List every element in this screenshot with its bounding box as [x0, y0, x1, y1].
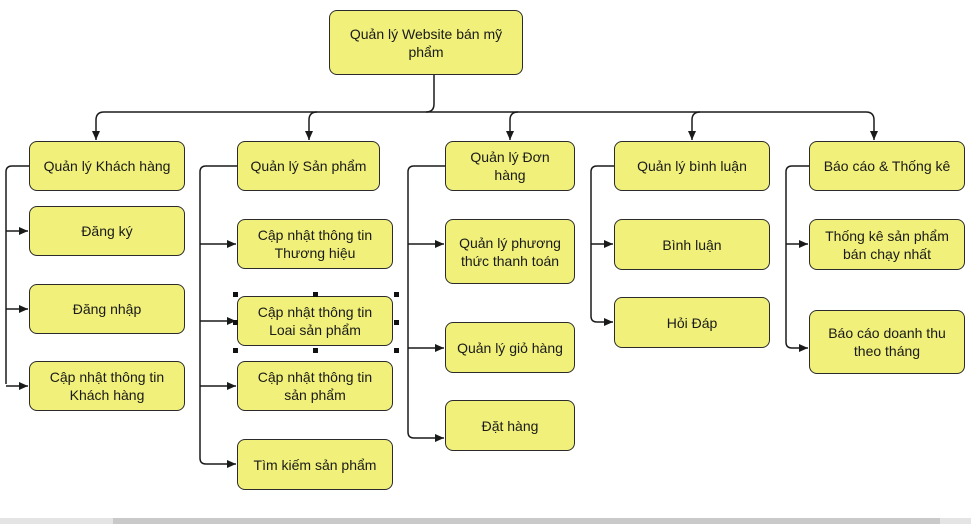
group-spine	[199, 165, 237, 458]
child-node-cap-nhat-san-pham[interactable]: Cập nhật thông tin sản phẩm	[237, 361, 393, 411]
child-node-dang-nhap[interactable]: Đăng nhập	[29, 284, 185, 334]
selection-handle[interactable]	[394, 348, 399, 353]
group-node-don-hang[interactable]: Quản lý Đơn hàng	[445, 141, 575, 191]
selection-handle[interactable]	[233, 348, 238, 353]
child-connector	[407, 431, 444, 442]
child-node-bao-cao-doanh-thu[interactable]: Báo cáo doanh thu theo tháng	[809, 310, 965, 374]
root-connector	[92, 75, 435, 140]
child-node-phuong-thuc-thanh-toan[interactable]: Quản lý phương thức thanh toán	[445, 219, 575, 284]
child-node-binh-luan[interactable]: Bình luận	[614, 219, 770, 270]
root-connector	[426, 111, 878, 140]
child-connector	[590, 315, 613, 326]
group-node-san-pham[interactable]: Quản lý Sản phẩm	[237, 141, 380, 191]
group-node-bao-cao[interactable]: Báo cáo & Thống kê	[809, 141, 965, 191]
group-spine	[407, 165, 445, 432]
group-node-khach-hang[interactable]: Quản lý Khách hàng	[29, 141, 185, 191]
root-connector	[506, 111, 519, 140]
child-node-tim-kiem-san-pham[interactable]: Tìm kiếm sản phẩm	[237, 439, 393, 490]
horizontal-scrollbar-thumb[interactable]	[113, 518, 940, 524]
child-node-cap-nhat-thuong-hieu[interactable]: Cập nhật thông tin Thương hiệu	[237, 219, 393, 269]
selection-handle[interactable]	[394, 292, 399, 297]
selection-handle[interactable]	[233, 292, 238, 297]
group-spine	[785, 165, 809, 342]
child-node-gio-hang[interactable]: Quản lý giỏ hàng	[445, 322, 575, 373]
child-connector	[199, 457, 236, 468]
group-spine	[590, 165, 614, 316]
child-node-dat-hang[interactable]: Đặt hàng	[445, 400, 575, 451]
selection-handle[interactable]	[394, 320, 399, 325]
group-node-binh-luan[interactable]: Quản lý bình luận	[614, 141, 770, 191]
root-connector	[305, 111, 318, 140]
child-connector	[785, 341, 808, 352]
root-node[interactable]: Quản lý Website bán mỹ phẩm	[329, 10, 523, 75]
selection-handle[interactable]	[233, 320, 238, 325]
root-connector	[688, 111, 701, 140]
child-node-thong-ke-ban-chay[interactable]: Thống kê sản phẩm bán chạy nhất	[809, 219, 965, 270]
child-node-hoi-dap[interactable]: Hỏi Đáp	[614, 297, 770, 348]
selection-handle[interactable]	[313, 348, 318, 353]
group-spine	[5, 165, 29, 384]
selection-handle[interactable]	[313, 292, 318, 297]
child-node-cap-nhat-khach-hang[interactable]: Cập nhật thông tin Khách hàng	[29, 361, 185, 411]
child-node-cap-nhat-loai-san-pham[interactable]: Cập nhật thông tin Loai sản phẩm	[237, 296, 393, 346]
child-node-dang-ky[interactable]: Đăng ký	[29, 206, 185, 256]
